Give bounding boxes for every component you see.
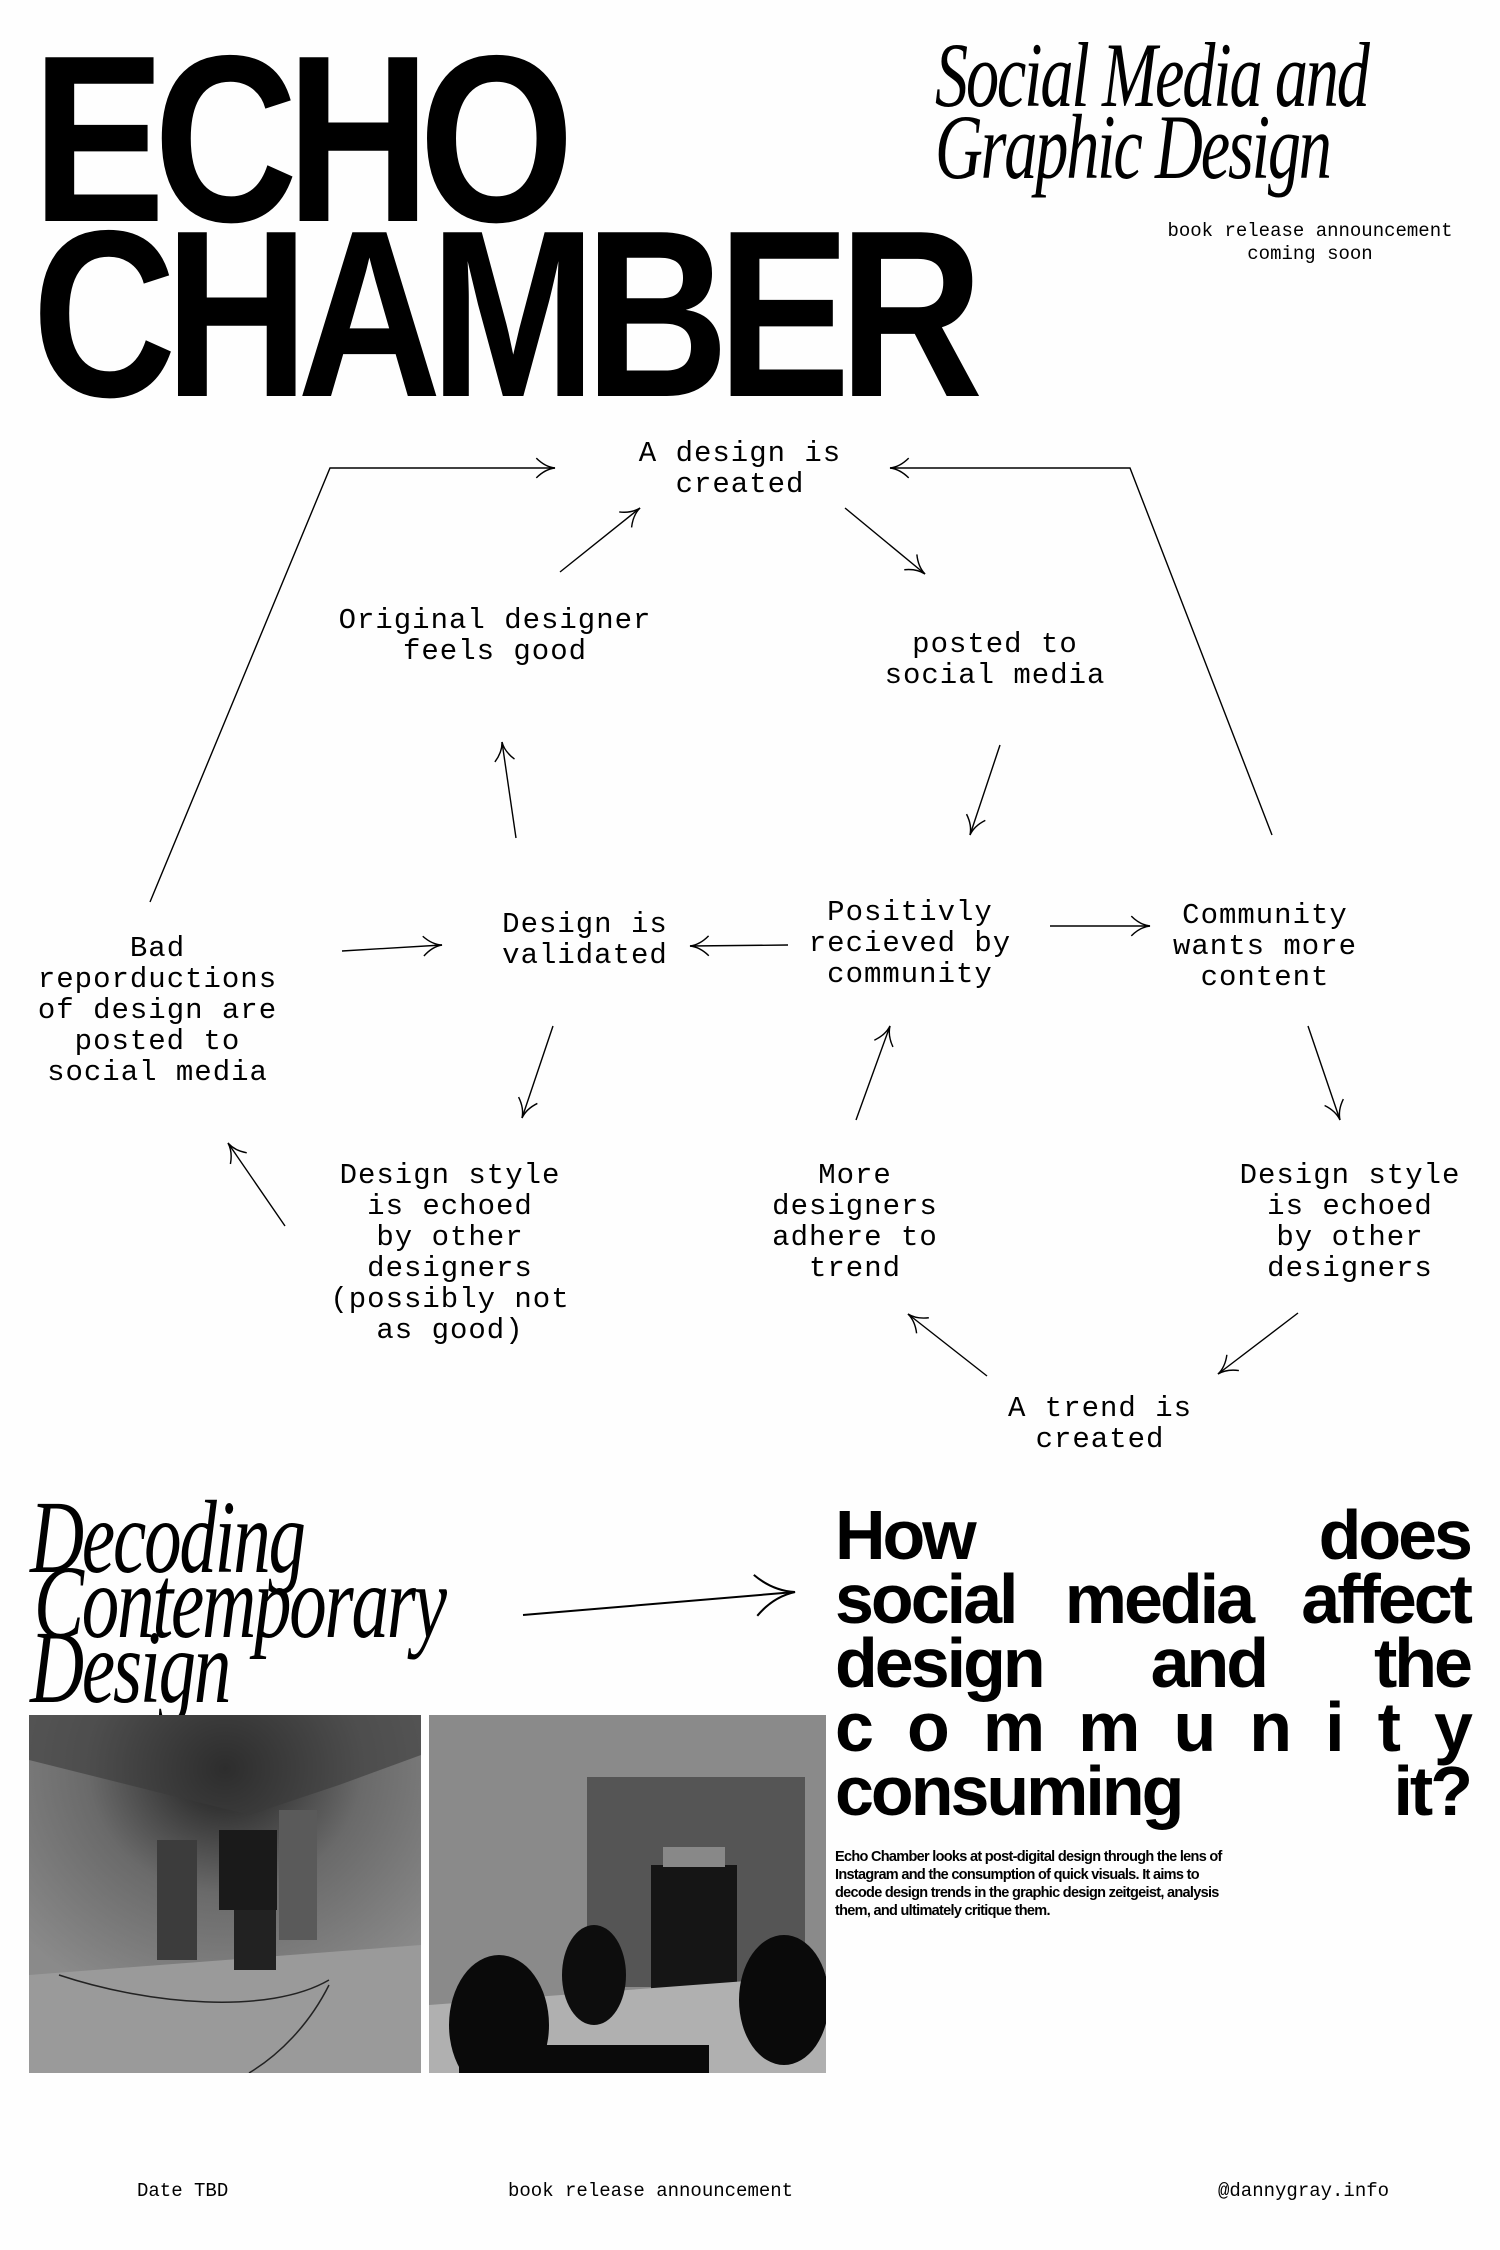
question-word: media — [1064, 1560, 1255, 1638]
question-heading: How does social media affect design and … — [835, 1496, 1473, 1830]
question-word: it? — [1393, 1752, 1473, 1830]
node-feels-good: Original designer feels good — [338, 604, 652, 668]
photo-room-image — [29, 1715, 421, 2073]
announcement-line1: book release announcement — [1167, 220, 1453, 242]
subtitle-line2: Graphic Design — [935, 96, 1332, 198]
question-letter: y — [1434, 1688, 1473, 1766]
photo-people-room — [429, 1715, 826, 2073]
node-more-designers: More designers adhere to trend — [772, 1159, 938, 1285]
footer-date: Date TBD — [137, 2180, 229, 2202]
question-row-4: c o m m u n i t y — [835, 1688, 1473, 1766]
subtitle-line1: Social Media and — [935, 24, 1370, 126]
question-letter: n — [1249, 1688, 1292, 1766]
decoding-line2: Contemporary — [34, 1545, 447, 1660]
photo-empty-room — [29, 1715, 421, 2073]
question-word: and — [1150, 1624, 1269, 1702]
description-blurb: Echo Chamber looks at post-digital desig… — [835, 1849, 1222, 1919]
node-validated: Design is validated — [502, 908, 668, 972]
footer-handle-link[interactable]: @dannygray.info — [1218, 2180, 1390, 2202]
photo-people-image — [429, 1715, 826, 2073]
question-row-3: design and the — [835, 1624, 1473, 1702]
title-echo: ECHO — [32, 7, 574, 272]
node-echoed-left: Design style is echoed by other designer… — [330, 1159, 570, 1347]
question-word: How — [835, 1496, 977, 1574]
question-letter: m — [982, 1688, 1045, 1766]
question-letter: o — [907, 1688, 950, 1766]
title-chamber: CHAMBER — [32, 182, 983, 447]
node-community-wants: Community wants more content — [1172, 899, 1358, 994]
question-word: consuming — [835, 1752, 1184, 1830]
node-trend-created: A trend is created — [1007, 1392, 1193, 1456]
question-row-5: consuming it? — [835, 1752, 1473, 1830]
footer-center: book release announcement — [508, 2180, 794, 2202]
node-design-created: A design is created — [638, 437, 842, 501]
question-word: the — [1373, 1624, 1473, 1702]
question-word: social — [835, 1560, 1018, 1638]
announcement-line2: coming soon — [1247, 243, 1373, 265]
question-letter: t — [1377, 1688, 1401, 1766]
question-row-2: social media affect — [835, 1560, 1473, 1638]
announcement: book release announcement coming soon — [1140, 220, 1480, 266]
question-letter: c — [835, 1688, 874, 1766]
node-positively-received: Positivly recieved by community — [808, 896, 1012, 991]
node-bad-reproductions: Bad reporductions of design are posted t… — [37, 932, 278, 1089]
question-letter: i — [1325, 1688, 1345, 1766]
question-letter: m — [1078, 1688, 1140, 1766]
question-word: does — [1318, 1496, 1473, 1574]
question-word: design — [835, 1624, 1046, 1702]
question-word: affect — [1301, 1560, 1473, 1638]
question-letter: u — [1173, 1688, 1216, 1766]
decoding-line1: Decoding — [30, 1480, 306, 1595]
question-row-1: How does — [835, 1496, 1473, 1574]
node-echoed-right: Design style is echoed by other designer… — [1239, 1159, 1461, 1285]
node-posted: posted to social media — [884, 628, 1106, 692]
decoding-line3: Design — [30, 1610, 231, 1725]
